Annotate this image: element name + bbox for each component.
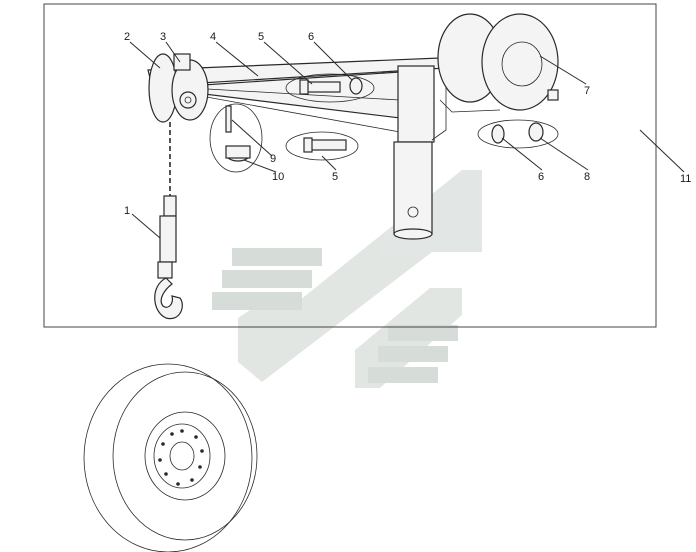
crane-hook-icon <box>154 277 183 320</box>
callout-4: 4 <box>210 31 216 43</box>
callout-5-lower: 5 <box>332 171 338 183</box>
callout-5-upper: 5 <box>258 31 264 43</box>
callout-10: 10 <box>272 171 284 183</box>
cable-hook-assembly <box>154 122 183 320</box>
bolt-upper <box>285 73 375 103</box>
callout-6-lower: 6 <box>538 171 544 183</box>
spare-wheel-icon <box>83 363 258 552</box>
vertical-post <box>393 57 447 240</box>
assembly-frame <box>43 3 657 328</box>
callout-3: 3 <box>160 31 166 43</box>
callout-11: 11 <box>680 173 691 185</box>
detail-pin-bushing <box>209 103 263 173</box>
boom-arm <box>147 57 448 133</box>
winch-drum-icon <box>437 13 559 113</box>
watermark-logo-icon <box>212 170 482 388</box>
callout-9: 9 <box>270 153 276 165</box>
leader-lines <box>129 41 685 239</box>
callout-6-upper: 6 <box>308 31 314 43</box>
callout-labels: 1 2 3 4 5 5 6 6 7 8 9 10 11 <box>124 31 691 217</box>
detail-washers <box>477 119 559 149</box>
bolt-lower <box>285 131 359 161</box>
callout-8: 8 <box>584 171 590 183</box>
pulley-wheel-icon <box>148 53 209 123</box>
callout-1: 1 <box>124 205 130 217</box>
callout-7: 7 <box>584 85 590 97</box>
callout-2: 2 <box>124 31 130 43</box>
